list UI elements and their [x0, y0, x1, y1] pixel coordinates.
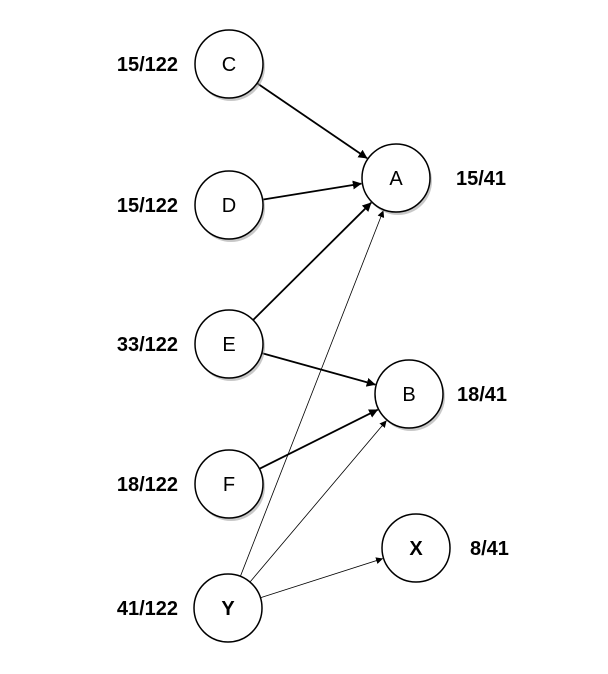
node-circle-f [194, 449, 264, 519]
fraction-label-c: 15/122 [117, 54, 178, 76]
node-e: E [194, 309, 265, 381]
node-circle-e [194, 309, 264, 379]
node-circle-c [194, 29, 264, 99]
node-circle-b [374, 359, 444, 429]
fraction-label-b: 18/41 [457, 384, 507, 406]
node-circle-x [381, 513, 451, 583]
edges-layer [240, 82, 387, 599]
edge-y-to-b [249, 420, 387, 583]
node-circle-a [361, 143, 431, 213]
node-label-a: A [389, 168, 403, 190]
fraction-label-a: 15/41 [456, 168, 506, 190]
node-a: A [361, 143, 432, 215]
edge-d-to-a [262, 180, 362, 201]
edge-f-to-b [258, 408, 379, 470]
edge-y-to-a [240, 210, 385, 577]
node-b: B [374, 359, 445, 431]
edge-e-to-a [252, 202, 372, 321]
node-label-d: D [222, 195, 236, 217]
fraction-label-f: 18/122 [117, 474, 178, 496]
edge-c-to-a [256, 82, 368, 160]
node-x: X [381, 513, 451, 583]
fraction-label-y: 41/122 [117, 598, 178, 620]
node-circle-y [193, 573, 263, 643]
fraction-label-e: 33/122 [117, 334, 178, 356]
fraction-label-x: 8/41 [470, 538, 509, 560]
fraction-labels-layer: 15/122 15/122 33/122 18/122 41/122 15/41 18/41… [117, 54, 509, 620]
node-label-f: F [223, 474, 235, 496]
node-label-b: B [402, 384, 415, 406]
node-label-x: X [409, 538, 423, 560]
node-label-c: C [222, 54, 236, 76]
node-f: F [194, 449, 265, 521]
node-circle-d [194, 170, 264, 240]
node-y: Y [193, 573, 263, 643]
node-label-y: Y [221, 598, 235, 620]
edge-e-to-b [261, 352, 376, 387]
fraction-label-d: 15/122 [117, 195, 178, 217]
node-c: C [194, 29, 265, 101]
node-d: D [194, 170, 265, 242]
edge-y-to-x [260, 557, 384, 599]
node-label-e: E [222, 334, 235, 356]
nodes-layer: C D E F Y A B X [193, 29, 451, 643]
